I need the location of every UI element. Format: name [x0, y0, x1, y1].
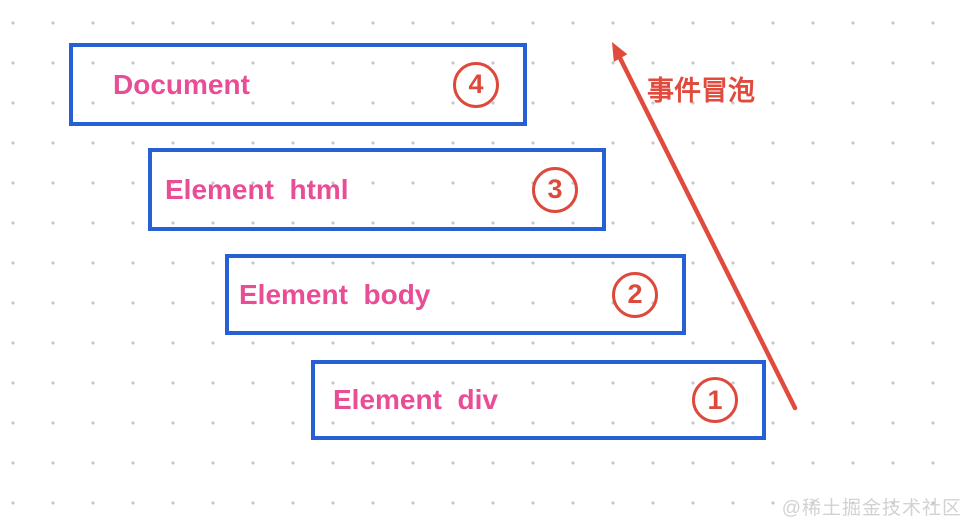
box-document: Document 4	[69, 43, 527, 126]
box-element-div-label: Element div	[333, 384, 498, 415]
step-badge-4: 4	[453, 61, 499, 108]
box-element-body: Element body 2	[225, 254, 686, 335]
watermark: @稀土掘金技术社区	[781, 498, 962, 519]
arrow-label: 事件冒泡	[647, 76, 755, 106]
box-element-div: Element div 1	[311, 360, 766, 440]
box-element-html-label: Element html	[165, 173, 349, 205]
step-badge-1: 1	[692, 377, 738, 423]
box-element-html: Element html 3	[148, 148, 606, 231]
box-document-label: Document	[113, 68, 250, 100]
step-badge-2: 2	[612, 271, 658, 318]
step-badge-3: 3	[532, 166, 578, 213]
box-element-body-label: Element body	[239, 278, 431, 310]
